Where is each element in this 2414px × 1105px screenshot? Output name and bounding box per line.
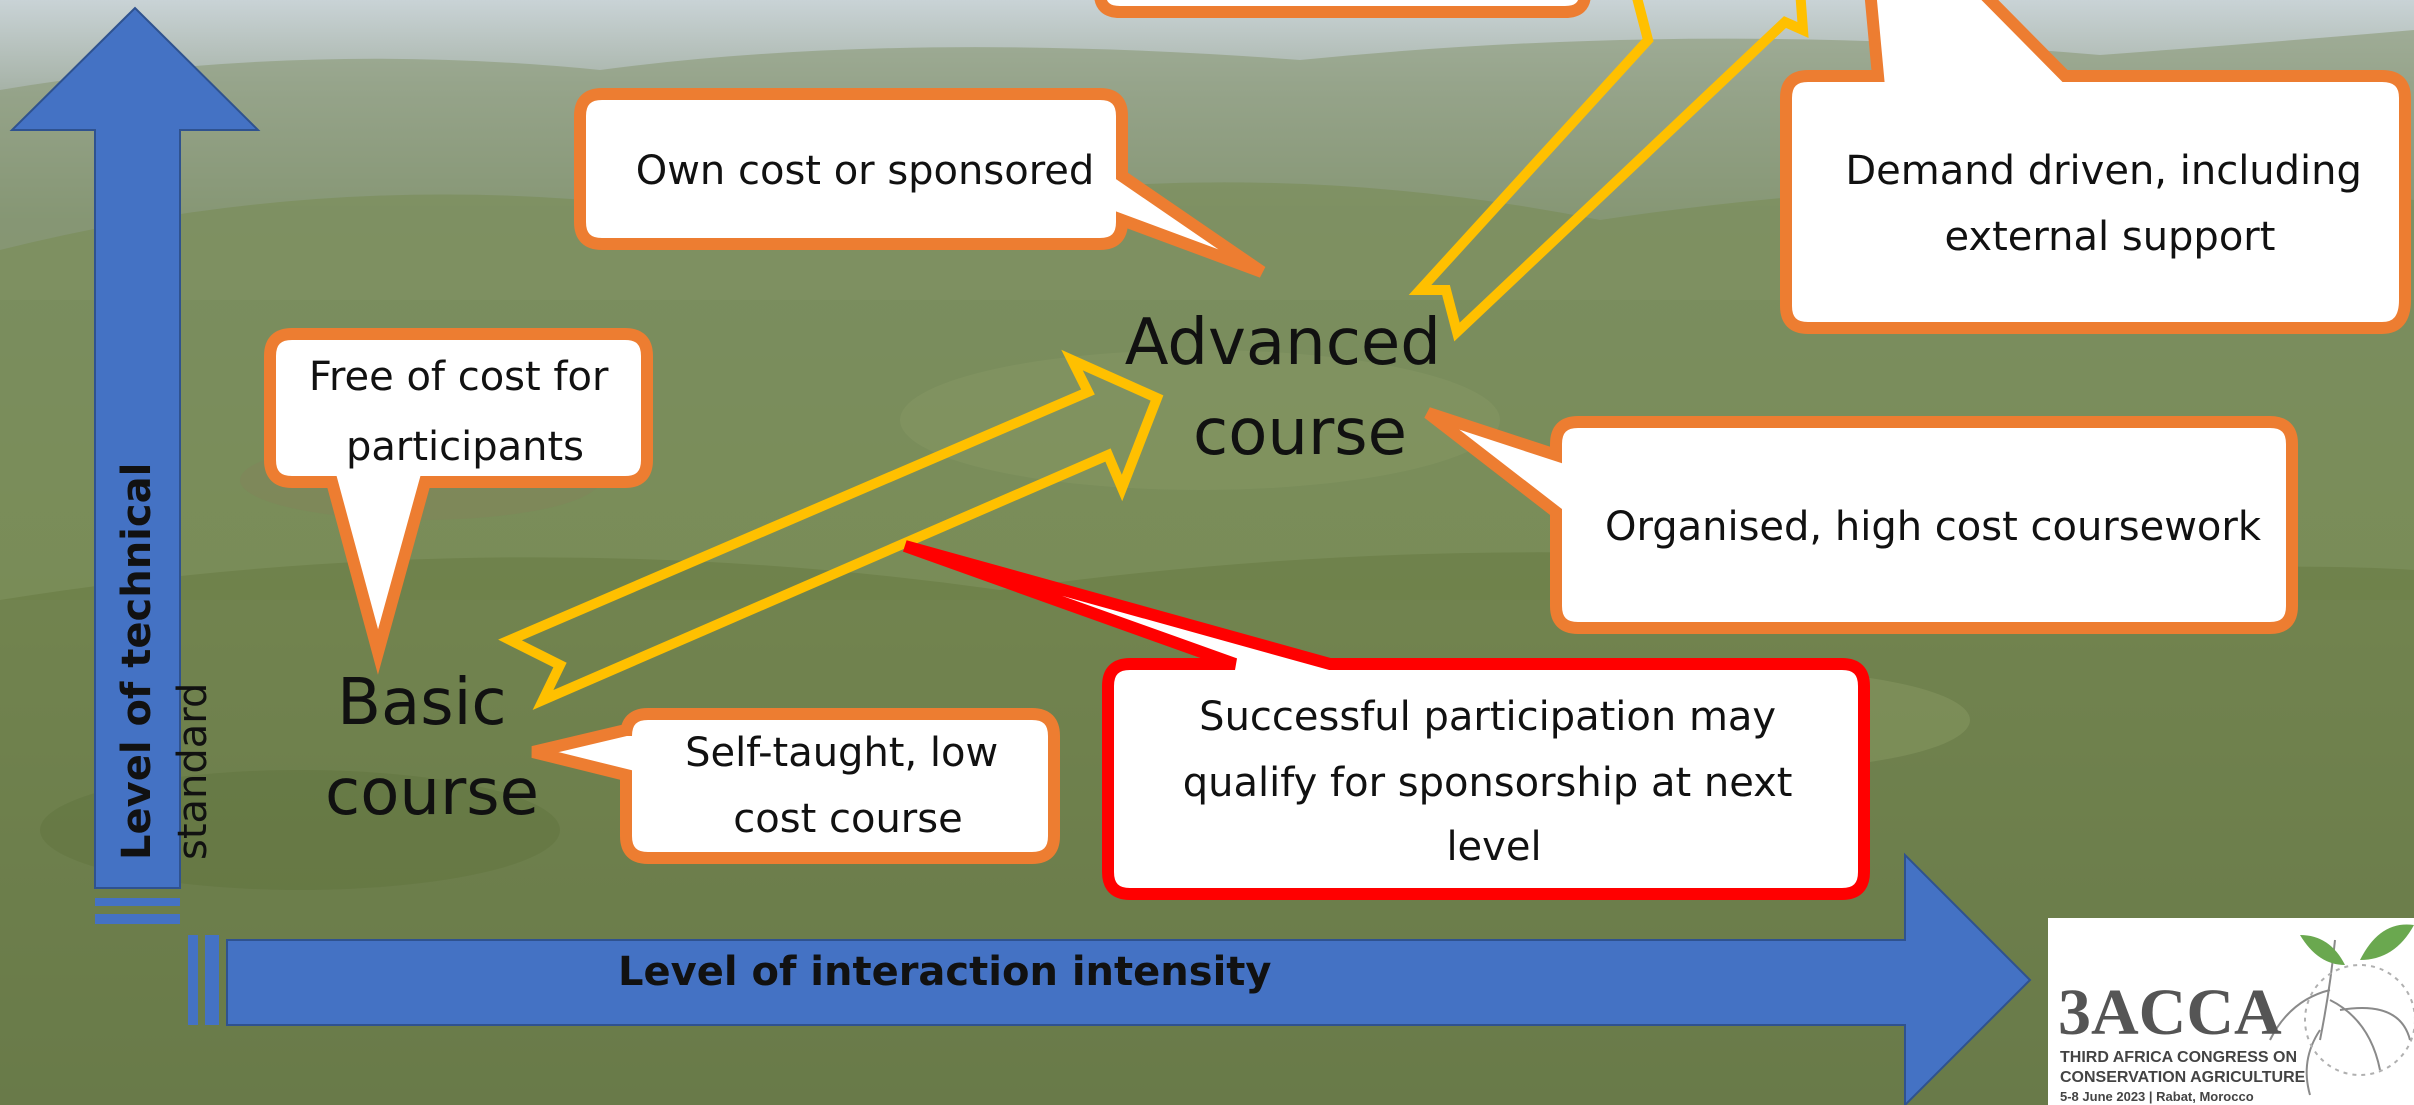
successful-line3: level — [1446, 824, 1541, 870]
basic-course-line1: Basic — [337, 666, 506, 740]
successful-line1: Successful participation may — [1199, 694, 1776, 740]
demand-driven-line1: Demand driven, including — [1845, 148, 2362, 194]
callout-successful-text: Successful participation may qualify for… — [1183, 694, 1805, 870]
demand-driven-line2: external support — [1945, 214, 2276, 260]
successful-line2: qualify for sponsorship at next — [1183, 760, 1793, 806]
advanced-course-line2: course — [1193, 396, 1407, 470]
y-axis-label-line1: Level of technical — [114, 463, 160, 860]
acca-logo: 3ACCA THIRD AFRICA CONGRESS ON CONSERVAT… — [2048, 918, 2414, 1105]
logo-mark: 3ACCA — [2058, 976, 2282, 1049]
callout-demand-driven-text: Demand driven, including external suppor… — [1845, 148, 2374, 260]
leaf-icon — [2360, 924, 2414, 960]
y-axis-label-line2: standard — [170, 683, 216, 860]
node-basic-course: Basic course — [325, 666, 539, 830]
callout-self-taught — [531, 708, 1060, 864]
logo-line3: 5-8 June 2023 | Rabat, Morocco — [2060, 1089, 2254, 1104]
callout-own-cost-text: Own cost or sponsored — [636, 148, 1095, 194]
callout-demand-driven — [1780, 0, 2411, 334]
advanced-course-line1: Advanced — [1125, 306, 1441, 380]
y-axis-label: Level of technical standard — [114, 449, 216, 860]
free-of-cost-line2: participants — [346, 424, 584, 470]
top-partial-callout — [1094, 0, 1591, 18]
y-axis-arrow — [9, 6, 261, 924]
self-taught-line2: cost course — [733, 796, 962, 842]
advanced-to-next-arrow — [1408, 0, 1809, 342]
callout-organised-text: Organised, high cost coursework — [1605, 504, 2262, 550]
basic-to-advanced-arrow — [498, 349, 1164, 710]
x-axis-arrow — [188, 852, 2032, 1105]
self-taught-line1: Self-taught, low — [685, 730, 998, 776]
callout-self-taught-text: Self-taught, low cost course — [685, 730, 1011, 842]
callout-free-of-cost — [264, 328, 653, 675]
free-of-cost-line1: Free of cost for — [309, 354, 609, 400]
callout-successful-participation — [902, 540, 1870, 900]
logo-line2: CONSERVATION AGRICULTURE — [2060, 1069, 2306, 1086]
logo-line1: THIRD AFRICA CONGRESS ON — [2060, 1049, 2297, 1066]
callout-own-cost — [574, 88, 1266, 278]
callout-organised — [1424, 407, 2298, 634]
basic-course-line2: course — [325, 756, 539, 830]
node-advanced-course: Advanced course — [1125, 306, 1461, 470]
callout-free-of-cost-text: Free of cost for participants — [309, 354, 621, 470]
x-axis-label: Level of interaction intensity — [618, 949, 1271, 995]
